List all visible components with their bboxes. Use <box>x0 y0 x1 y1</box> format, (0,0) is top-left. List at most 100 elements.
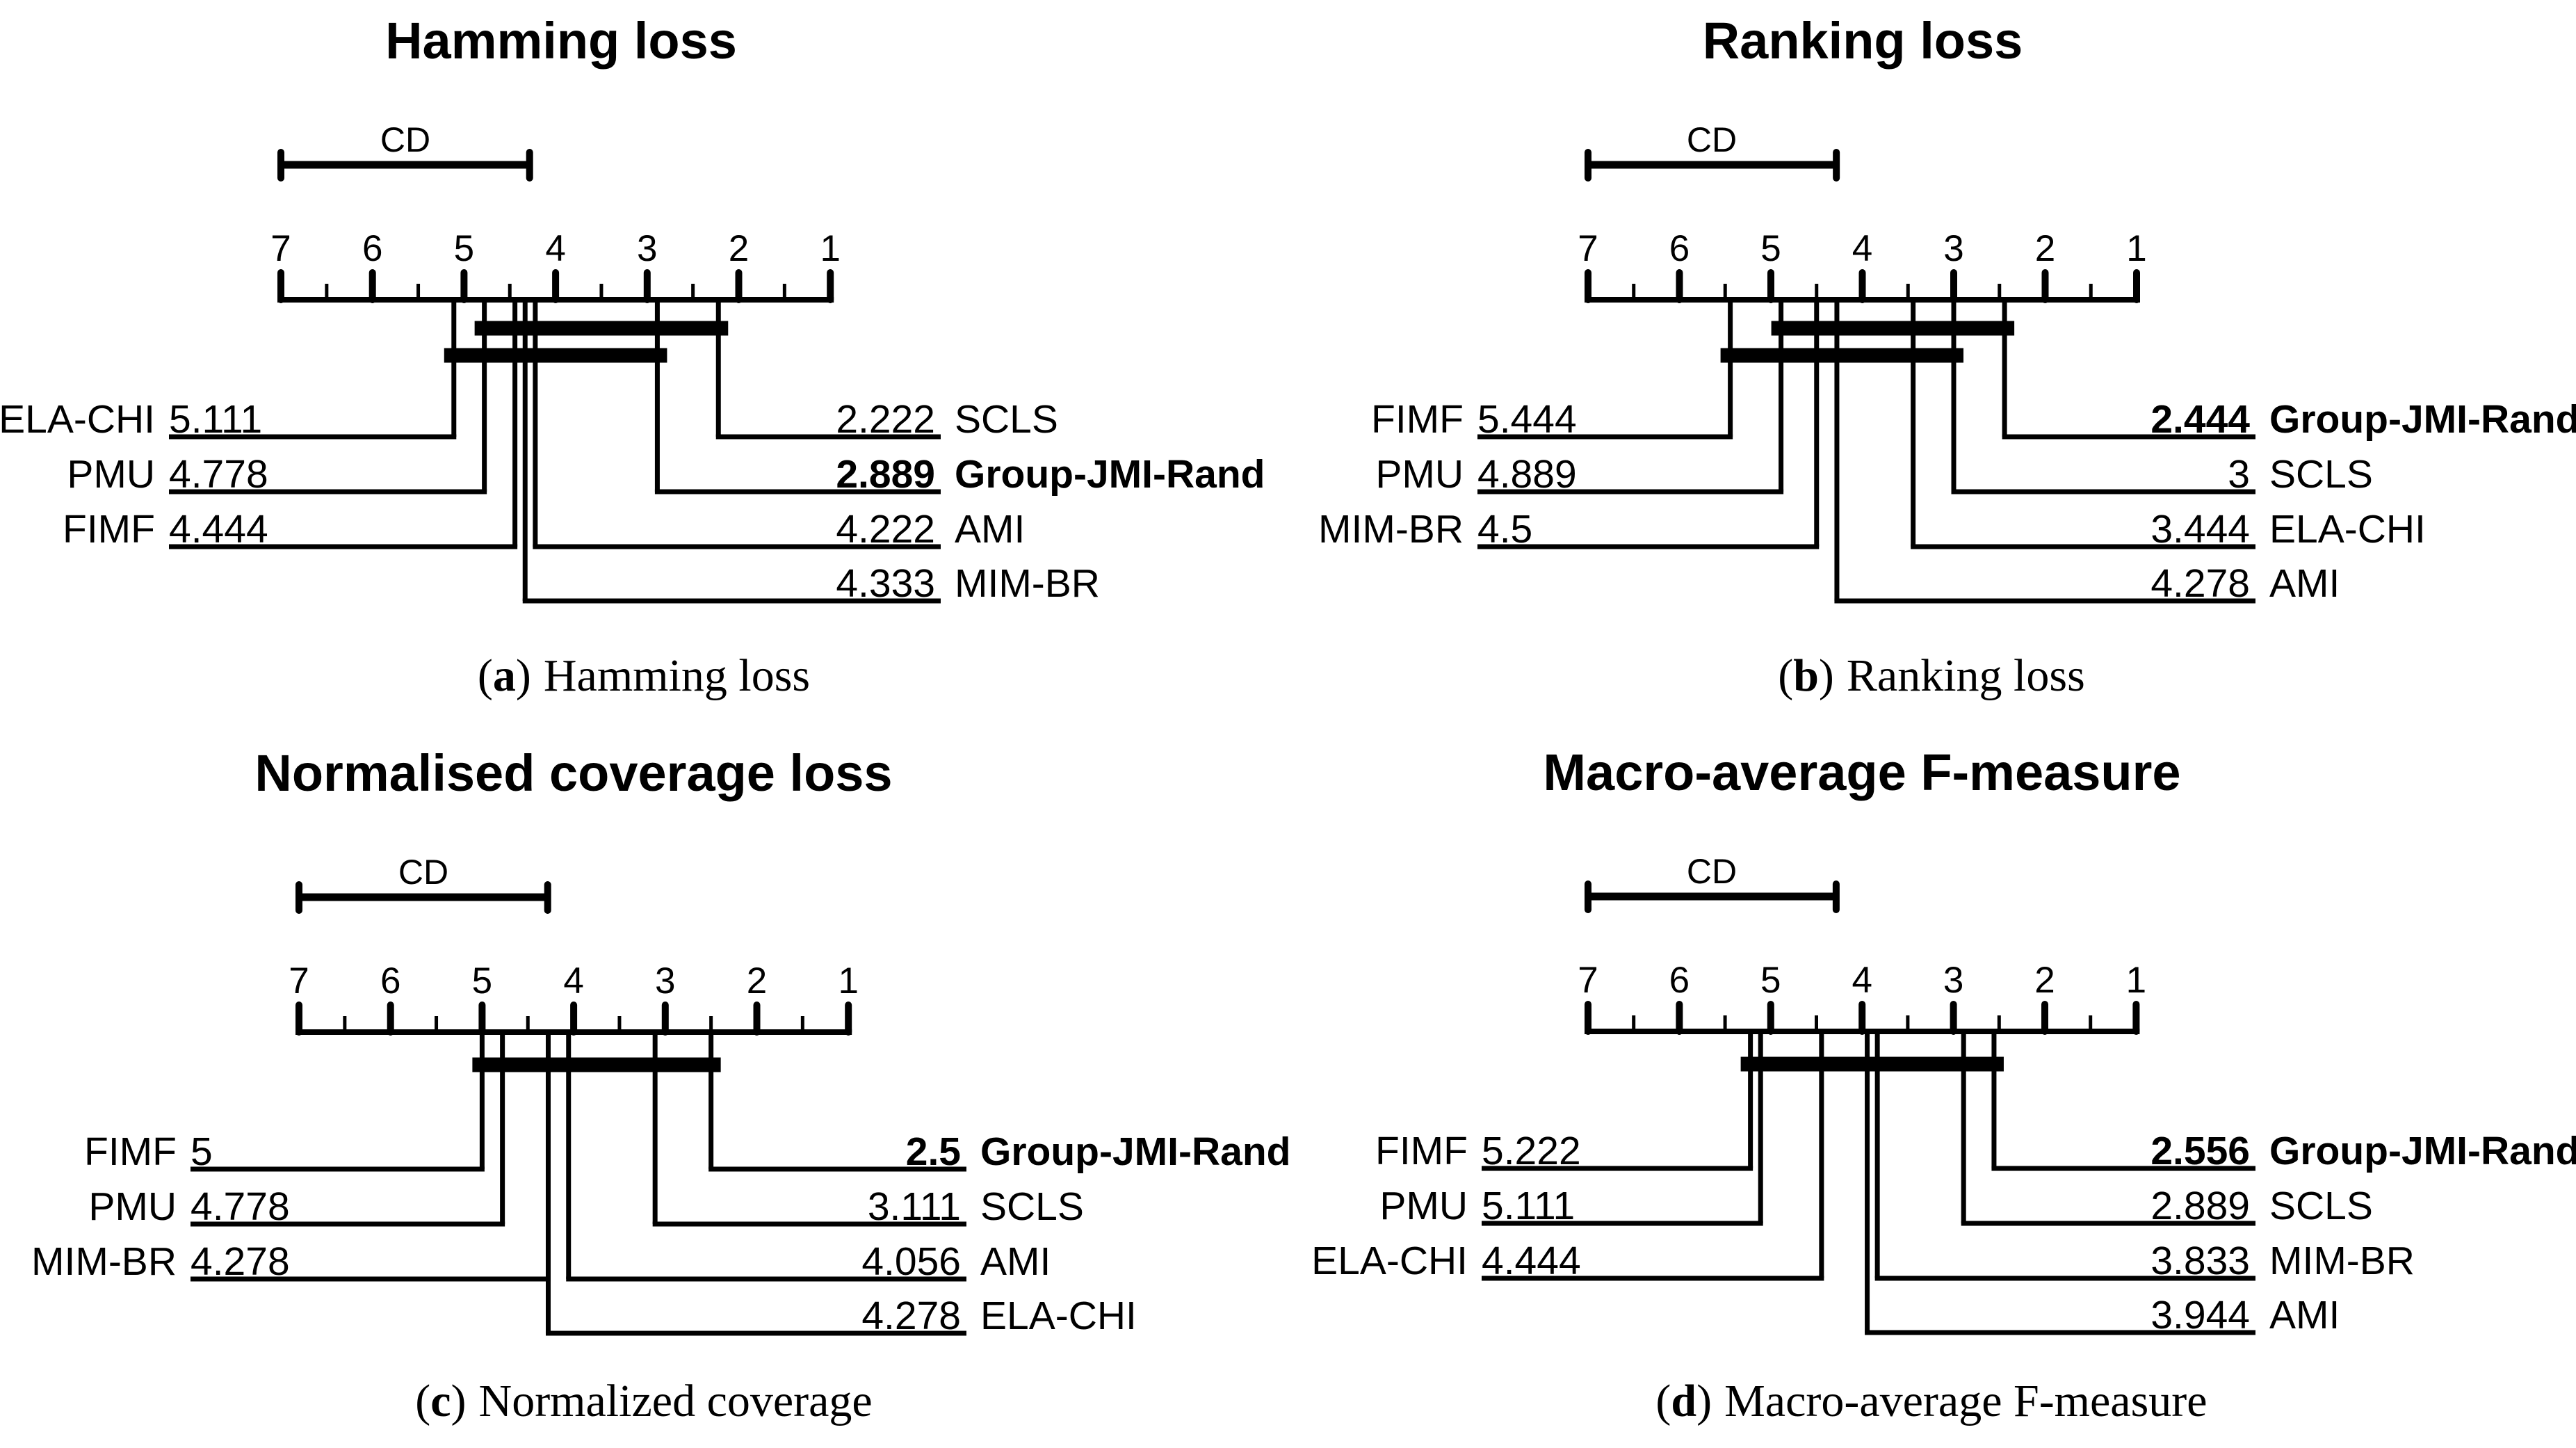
panel-a-cd-label: CD <box>380 120 430 159</box>
method-Group-JMI-Rand-label: Group-JMI-Rand <box>955 452 1265 497</box>
caption-text: Ranking loss <box>1847 650 2085 701</box>
method-MIM-BR-label: MIM-BR <box>31 1239 177 1284</box>
tick-label-5: 5 <box>472 960 492 1001</box>
method-PMU-label: PMU <box>88 1184 177 1229</box>
method-FIMF-label: FIMF <box>63 507 155 552</box>
method-PMU-label: PMU <box>1375 452 1464 497</box>
tick-label-6: 6 <box>1669 228 1690 269</box>
caption-prefix: ( <box>478 650 493 701</box>
tick-label-4: 4 <box>1852 228 1872 269</box>
method-MIM-BR-rank-value: 4.5 <box>1477 507 1532 552</box>
panel-b-caption: (b)Ranking loss <box>1778 650 2085 701</box>
tick-label-6: 6 <box>362 228 382 269</box>
method-SCLS-rank-value: 3 <box>2228 452 2250 497</box>
tick-label-3: 3 <box>655 960 675 1001</box>
method-MIM-BR-label: MIM-BR <box>955 561 1100 606</box>
method-MIM-BR-label: MIM-BR <box>2269 1239 2415 1283</box>
method-FIMF-rank-value: 5.222 <box>1482 1129 1581 1173</box>
panel-a-title: Hamming loss <box>385 12 737 70</box>
method-ELA-CHI-label: ELA-CHI <box>980 1294 1137 1338</box>
tick-label-7: 7 <box>1578 228 1598 269</box>
method-AMI-rank-value: 4.278 <box>2150 561 2250 606</box>
method-SCLS-rank-value: 2.889 <box>2150 1184 2250 1228</box>
method-AMI-label: AMI <box>2269 1293 2340 1337</box>
method-FIMF-rank-value: 5.444 <box>1477 397 1577 442</box>
method-SCLS-label: SCLS <box>2269 1184 2373 1228</box>
caption-letter: b <box>1793 650 1819 701</box>
method-PMU-rank-value: 5.111 <box>1482 1184 1575 1228</box>
method-PMU-rank-value: 4.778 <box>191 1184 290 1229</box>
tick-label-2: 2 <box>729 228 749 269</box>
caption-letter: d <box>1671 1376 1696 1426</box>
caption-prefix: ( <box>1778 650 1793 701</box>
method-ELA-CHI-rank-value: 4.444 <box>1482 1239 1581 1283</box>
tick-label-4: 4 <box>545 228 565 269</box>
tick-label-2: 2 <box>2035 228 2055 269</box>
tick-label-1: 1 <box>2126 228 2146 269</box>
method-FIMF-label: FIMF <box>1375 1129 1468 1173</box>
method-Group-JMI-Rand-rank-value: 2.889 <box>836 452 935 497</box>
caption-letter: a <box>493 650 516 701</box>
method-PMU-label: PMU <box>67 452 155 497</box>
caption-text: Hamming loss <box>544 650 810 701</box>
panel-c-caption: (c)Normalized coverage <box>415 1376 872 1426</box>
caption-prefix: ( <box>415 1376 430 1426</box>
caption-letter: c <box>430 1376 451 1426</box>
method-MIM-BR-rank-value: 3.833 <box>2150 1239 2250 1283</box>
tick-label-6: 6 <box>380 960 400 1001</box>
method-ELA-CHI-rank-value: 3.444 <box>2150 507 2250 552</box>
method-Group-JMI-Rand-label: Group-JMI-Rand <box>2269 1129 2576 1173</box>
tick-label-1: 1 <box>838 960 858 1001</box>
tick-label-1: 1 <box>2126 960 2146 1001</box>
caption-suffix: ) <box>516 650 531 701</box>
panel-b-title: Ranking loss <box>1703 12 2023 70</box>
method-SCLS-label: SCLS <box>2269 452 2373 497</box>
method-AMI-label: AMI <box>955 507 1025 552</box>
tick-label-3: 3 <box>1943 960 1963 1001</box>
caption-text: Macro-average F-measure <box>1724 1376 2207 1426</box>
method-PMU-label: PMU <box>1379 1184 1468 1228</box>
panel-d-caption: (d)Macro-average F-measure <box>1655 1376 2207 1426</box>
method-ELA-CHI-rank-value: 4.278 <box>861 1294 961 1338</box>
tick-label-1: 1 <box>820 228 840 269</box>
method-AMI-rank-value: 4.056 <box>861 1239 961 1284</box>
tick-label-5: 5 <box>454 228 474 269</box>
caption-suffix: ) <box>451 1376 467 1426</box>
panel-c-cd-label: CD <box>398 853 448 892</box>
method-Group-JMI-Rand-rank-value: 2.444 <box>2150 397 2250 442</box>
tick-label-7: 7 <box>270 228 291 269</box>
tick-label-2: 2 <box>747 960 767 1001</box>
tick-label-3: 3 <box>1943 228 1963 269</box>
method-Group-JMI-Rand-label: Group-JMI-Rand <box>980 1129 1290 1174</box>
tick-label-4: 4 <box>563 960 583 1001</box>
panel-d-title: Macro-average F-measure <box>1543 743 2180 801</box>
caption-suffix: ) <box>1696 1376 1712 1426</box>
method-PMU-rank-value: 4.889 <box>1477 452 1577 497</box>
tick-label-7: 7 <box>1578 960 1598 1001</box>
caption-prefix: ( <box>1655 1376 1671 1426</box>
method-SCLS-label: SCLS <box>955 397 1058 442</box>
method-Group-JMI-Rand-rank-value: 2.5 <box>906 1129 961 1174</box>
method-MIM-BR-rank-value: 4.278 <box>191 1239 290 1284</box>
method-MIM-BR-label: MIM-BR <box>1318 507 1464 552</box>
panel-b-cd-label: CD <box>1687 120 1737 159</box>
method-SCLS-label: SCLS <box>980 1184 1084 1229</box>
caption-text: Normalized coverage <box>479 1376 873 1426</box>
method-SCLS-rank-value: 2.222 <box>836 397 935 442</box>
method-MIM-BR-rank-value: 4.333 <box>836 561 935 606</box>
method-AMI-label: AMI <box>2269 561 2340 606</box>
method-AMI-rank-value: 3.944 <box>2150 1293 2250 1337</box>
method-FIMF-rank-value: 4.444 <box>169 507 268 552</box>
method-ELA-CHI-label: ELA-CHI <box>0 397 155 442</box>
method-FIMF-label: FIMF <box>84 1129 177 1174</box>
panel-d-cd-label: CD <box>1687 852 1737 891</box>
panel-a-caption: (a) Hamming loss <box>478 650 810 701</box>
